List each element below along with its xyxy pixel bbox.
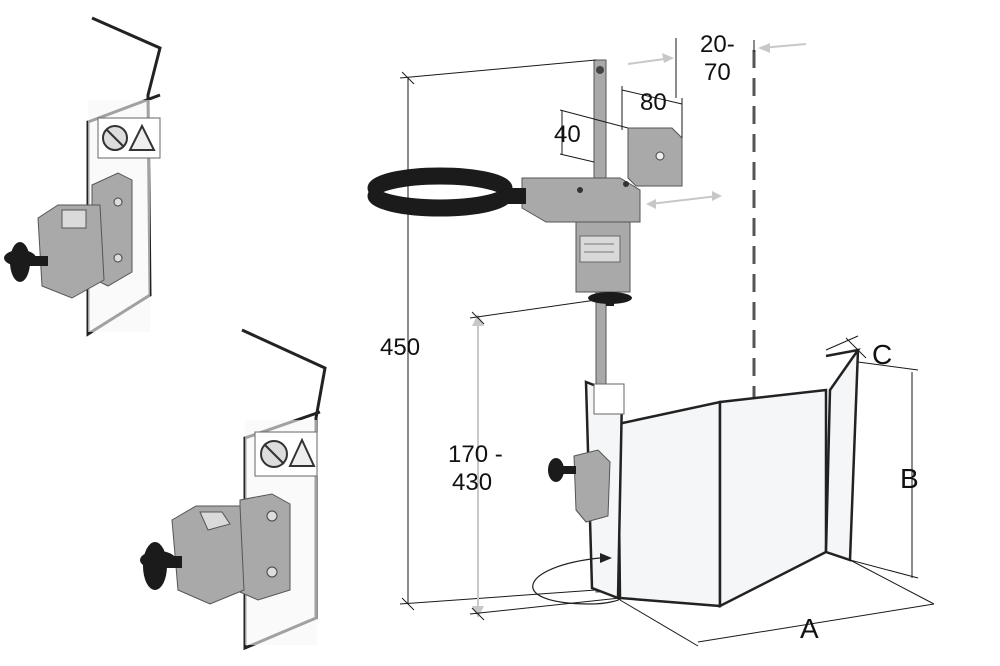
range-label-line2: 430 (452, 469, 492, 496)
warning-triangle-icon (288, 437, 316, 467)
wing-knob-icon (548, 458, 576, 482)
dimension-b-label: B (900, 463, 919, 494)
main-column (593, 59, 607, 191)
dimension-a-label: A (800, 613, 819, 644)
total-height-label: 450 (380, 334, 420, 361)
rotation-arrow-icon (532, 557, 623, 605)
offset-label-line2: 70 (704, 59, 731, 86)
dimension-c-label: C (872, 339, 892, 370)
wing-knob-icon (140, 542, 182, 590)
clamp-plate-bottom (239, 493, 291, 601)
offset-label-line1: 20- (700, 31, 735, 58)
range-label-line1: 170 - (448, 441, 503, 468)
clamp-block-bottom (171, 505, 245, 605)
bracket-height-label: 40 (554, 121, 581, 148)
sticker-panel-bottom (254, 431, 318, 477)
main-assembly (367, 50, 861, 609)
sticker-panel-top (97, 117, 161, 159)
warning-triangle-icon (128, 123, 156, 151)
cable-hose (367, 167, 526, 217)
dimension-lines (399, 38, 935, 647)
glass-guard (584, 348, 861, 609)
guard-sticker (593, 383, 625, 415)
wing-knob-icon (4, 242, 48, 282)
horizontal-arm (521, 177, 641, 223)
detail-view-top (4, 16, 162, 337)
detail-view-bottom (140, 328, 327, 651)
angle-bracket (627, 127, 683, 187)
bracket-width-label: 80 (640, 89, 667, 116)
wing-knob-icon (588, 292, 632, 306)
clamp-block-top (37, 204, 105, 299)
guard-clamp-plate (573, 449, 611, 523)
labels: 20- 70 80 40 450 170 - 430 A B C (380, 31, 919, 644)
